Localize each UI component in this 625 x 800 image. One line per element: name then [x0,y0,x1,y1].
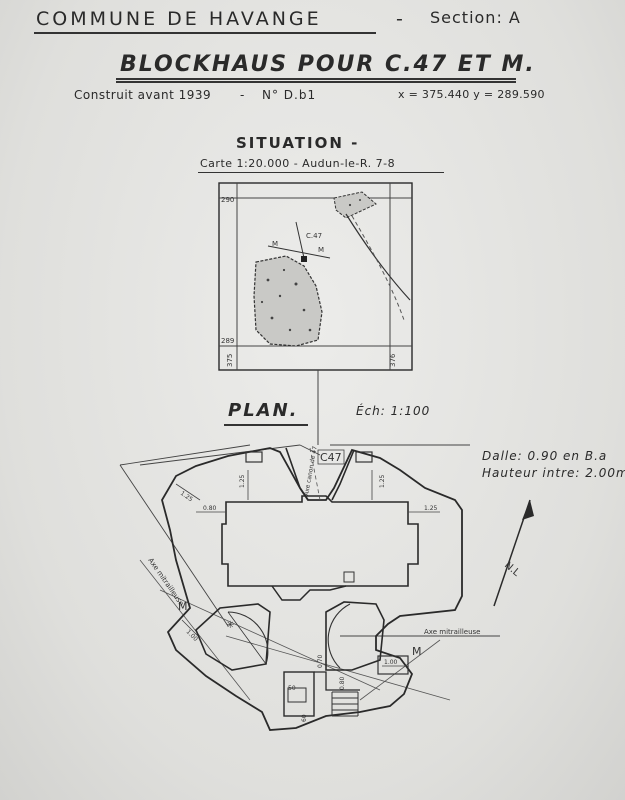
grid-label-289: 289 [221,337,234,345]
plan-scale: Éch: 1:100 [356,404,431,418]
dim-080b: 0.80 [339,676,346,690]
section-label: Section: A [430,8,521,27]
right-mg-room [325,601,385,671]
dim-125-left: 1.25 [179,490,194,504]
height-note: Hauteur intre: 2.00m [482,466,625,480]
c47-box [317,449,345,465]
fire-line-top-left-2 [119,444,251,466]
main-chamber [221,495,419,587]
cannon-axis-line [309,447,321,501]
dim-070: 0.70 [317,654,324,668]
coordinates: x = 375.440 y = 289.590 [398,88,545,101]
construction-date: Construit avant 1939 [74,88,212,102]
map-ref-underline [198,172,444,173]
left-room-mark: ✳ [226,620,234,631]
commune-underline [34,32,376,34]
bunker-number: N° D.b1 [262,88,317,102]
north-arrow: N.L [493,499,534,607]
small-woods [333,191,377,219]
north-label: N.L [502,560,522,579]
fire-line-left-low [139,559,251,701]
dim-125-right: 1.25 [424,505,438,512]
mg-ray [267,245,331,259]
label-m-left: M [178,600,188,613]
bunker-marker [301,256,307,262]
right-door-swing [327,603,351,669]
dimension-lines [175,470,440,667]
slab-note: Dalle: 0.90 en B.a [482,449,608,463]
title-underline-2 [116,81,516,83]
grid-label-375: 375 [226,354,234,367]
header-dash: - [396,8,404,30]
label-m-right: M [412,645,422,658]
commune-title: COMMUNE DE HAVANGE [36,8,322,30]
dim-060: 60 [301,714,308,722]
dim-100-right: 1.00 [384,659,398,666]
bottom-room [283,671,315,717]
stairs [331,691,359,717]
grid-label-290: 290 [221,196,234,204]
situation-heading: SITUATION - [236,134,360,152]
stair-walls [314,671,360,691]
marker-m-east: M [318,246,324,254]
woods-dots [260,199,361,332]
label-c47: C47 [320,451,342,464]
blockhaus-title: BLOCKHAUS POUR C.47 ET M. [120,52,536,77]
dim-080: 0.80 [203,505,217,512]
left-mg-room [195,603,271,671]
right-annex [377,655,409,675]
label-cannon-axis: Axe canon de 47 [303,445,319,496]
outer-wall [161,447,463,731]
marker-m-west: M [272,240,278,248]
dim-125-top-left: 1.25 [239,474,246,488]
plan-underline [224,424,308,426]
header-dash-2: - [240,88,246,102]
map-frame [218,182,413,371]
pillar-right [355,451,373,463]
road-curve [345,213,411,301]
fire-line-diag-3 [159,589,381,691]
wooded-area [253,255,323,347]
map-reference: Carte 1:20.000 - Audun-le-R. 7-8 [200,157,396,170]
fire-line-top-left [139,444,301,466]
plan-heading: PLAN. [228,400,299,421]
grid-label-376: 376 [389,353,397,367]
fire-line-diag-2 [359,639,441,701]
dim-125-top-right: 1.25 [379,474,386,488]
bunker-plan: C47 Axe canon de 47 Axe mitrailleuse Axe… [119,444,500,731]
left-door-chord [227,611,267,665]
dim-050: 50 [288,685,296,692]
pillar-left [245,451,263,463]
bottom-niche [287,687,307,703]
cannon-embrasure [285,447,355,501]
marker-c47: C.47 [306,232,322,240]
title-underline-1 [116,78,516,80]
left-door-swing [227,611,269,665]
cannon-ray [295,221,305,259]
fire-line-diag-1 [225,635,451,701]
label-mg-axis-right: Axe mitrailleuse [424,628,480,636]
niche [343,571,355,583]
path-dashed [351,215,405,321]
situation-map: 290 289 375 376 C.47 M M [218,182,413,445]
passage [271,585,347,601]
